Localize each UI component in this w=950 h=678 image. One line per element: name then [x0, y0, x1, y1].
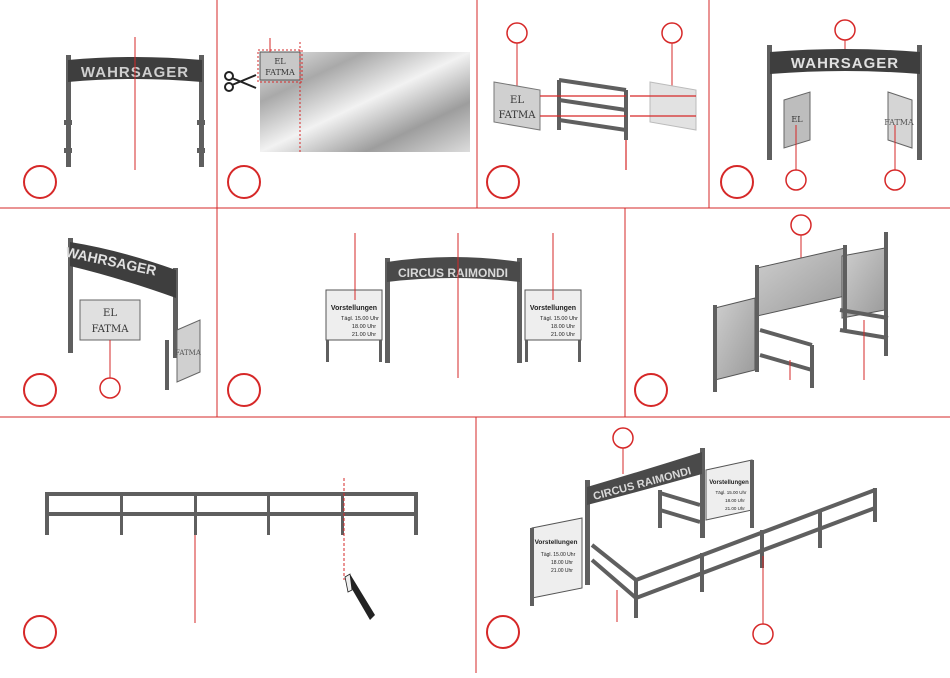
step6-circus-entrance: CIRCUS RAIMONDI Vorstellungen Tägl. 15.0…	[325, 233, 582, 378]
vorstellungen-9b: Vorstellungen	[709, 480, 749, 486]
time3-9a: 21.00 Uhr	[551, 568, 573, 574]
step5-assembly: WAHRSAGER EL FATMA FATMA	[64, 238, 202, 399]
fatma-label-5b: FATMA	[175, 349, 202, 357]
step7-frame	[713, 214, 889, 392]
time2-left: 18.00 Uhr	[352, 324, 376, 330]
time3-9b: 21.00 Uhr	[725, 506, 745, 511]
vorstellungen-9a: Vorstellungen	[535, 539, 578, 546]
time3-left: 21.00 Uhr	[352, 332, 376, 338]
time1-right: Tägl. 15.00 Uhr	[540, 316, 578, 322]
step1-arch: WAHRSAGER	[64, 37, 205, 170]
step3-gate-signs: EL FATMA	[493, 22, 697, 170]
wahrsager-sign-4: WAHRSAGER	[791, 55, 899, 72]
time1-9b: Tägl. 15.00 Uhr	[715, 490, 747, 495]
fatma-label-3: FATMA	[499, 110, 537, 121]
step-markers	[23, 165, 754, 649]
vorstellungen-right: Vorstellungen	[530, 305, 576, 312]
hobby-knife-icon	[344, 573, 375, 620]
step2-cut-sign: EL FATMA	[224, 38, 470, 152]
step9-final-assembly: CIRCUS RAIMONDI Vorstellungen Tägl. 15.0…	[530, 427, 877, 645]
step8-railing	[45, 478, 418, 623]
el-label-2: EL	[274, 57, 286, 66]
time3-right: 21.00 Uhr	[551, 332, 575, 338]
circus-sign-6: CIRCUS RAIMONDI	[398, 266, 508, 280]
fatma-label-5: FATMA	[92, 324, 130, 335]
fatma-label-2: FATMA	[265, 68, 295, 77]
step4-arch-gates: WAHRSAGER EL FATMA	[767, 19, 922, 191]
time1-9a: Tägl. 15.00 Uhr	[541, 552, 576, 558]
el-label-4: EL	[791, 115, 803, 124]
time2-9a: 18.00 Uhr	[551, 560, 573, 566]
scissors-icon	[224, 71, 257, 92]
fatma-label-4: FATMA	[884, 118, 914, 127]
el-label-5: EL	[103, 308, 117, 319]
time2-right: 18.00 Uhr	[551, 324, 575, 330]
time1-left: Tägl. 15.00 Uhr	[341, 316, 379, 322]
vorstellungen-left: Vorstellungen	[331, 305, 377, 312]
el-label-3: EL	[510, 95, 524, 106]
time2-9b: 18.00 Uhr	[725, 498, 745, 503]
